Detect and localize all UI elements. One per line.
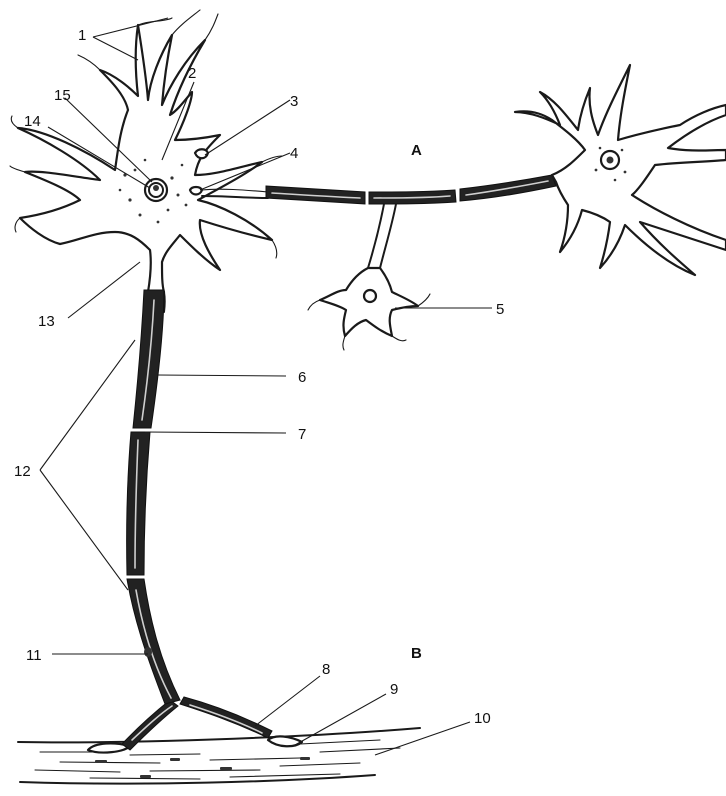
label-7: 7 (298, 426, 306, 443)
horizontal-axon (202, 175, 556, 268)
label-12: 12 (14, 463, 31, 480)
label-13: 13 (38, 313, 55, 330)
label-6: 6 (298, 369, 306, 386)
motor-end-plates (88, 736, 302, 752)
label-14: 14 (24, 113, 41, 130)
label-15: 15 (54, 87, 71, 104)
label-A: A (411, 142, 422, 159)
muscle-fiber (18, 728, 420, 784)
label-11: 11 (26, 647, 42, 664)
leader-lines (40, 18, 492, 755)
label-2: 2 (188, 65, 196, 82)
label-8: 8 (322, 661, 330, 678)
label-1: 1 (78, 27, 86, 44)
nucleus (145, 179, 167, 201)
muscle-nuclei (95, 757, 310, 778)
label-5: 5 (496, 301, 504, 318)
label-B: B (411, 645, 422, 662)
vertical-axon (127, 290, 180, 704)
main-neuron-cell-body (10, 10, 282, 292)
small-neuron (308, 268, 430, 350)
right-neuron (515, 65, 726, 275)
label-4: 4 (290, 145, 298, 162)
label-3: 3 (290, 93, 298, 110)
label-10: 10 (474, 710, 491, 727)
schwann-nucleus (144, 647, 152, 657)
labels: 1 2 3 4 5 6 7 8 9 10 11 12 13 14 15 A B (14, 27, 504, 727)
label-9: 9 (390, 681, 398, 698)
